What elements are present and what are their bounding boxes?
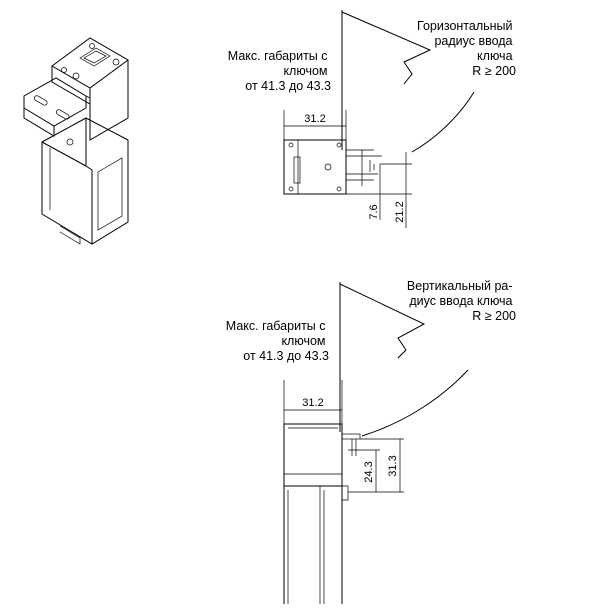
top-view: 31.2 7.6 21.2 Макс. габариты с ключом от… (228, 10, 516, 228)
dim-a-side: 24.3 (363, 461, 375, 482)
switch-head-top (283, 139, 347, 195)
break-zigzag-top (341, 11, 432, 85)
dim-b-top: 21.2 (394, 201, 406, 222)
dim-a-top: 7.6 (368, 204, 380, 219)
max-size-label-side: Макс. габариты с ключом от 41.3 до 43.3 (226, 319, 329, 363)
switch-body-side (283, 486, 343, 604)
radius-arc-top (411, 91, 475, 153)
dim-width-side: 31.2 (302, 397, 323, 409)
break-zigzag-side (339, 283, 426, 359)
side-view: 31.2 24.3 31.3 Макс. габариты с ключом о… (226, 279, 516, 604)
radius-label-top: Горизонтальный радиус ввода ключа R ≥ 20… (417, 19, 516, 78)
max-size-label-top: Макс. габариты с ключом от 41.3 до 43.3 (228, 49, 331, 93)
radius-label-side: Вертикальный ра- диус ввода ключа R ≥ 20… (407, 279, 516, 323)
dim-b-side: 31.3 (387, 455, 399, 476)
radius-arc-side (361, 369, 469, 437)
switch-head-side (283, 423, 343, 487)
isometric-switch-figure (23, 37, 129, 245)
dim-width-top: 31.2 (304, 113, 325, 125)
